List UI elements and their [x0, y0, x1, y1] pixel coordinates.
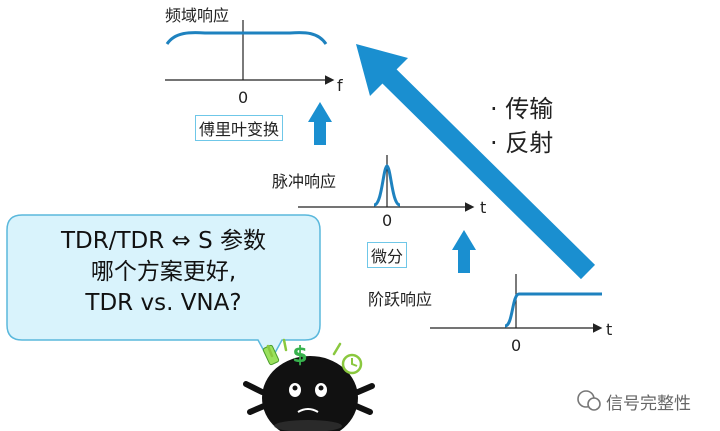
- bubble-line-1: TDR/TDR ⇔ S 参数: [60, 228, 267, 254]
- wechat-logo-icon: [577, 390, 601, 411]
- freq-axis-label: f: [337, 76, 343, 95]
- impulse-curve: [373, 164, 401, 207]
- speech-bubble-shape: [6, 214, 321, 364]
- fourier-transform-label: 傅里叶变换: [195, 115, 284, 141]
- step-origin-label: 0: [511, 336, 522, 355]
- step-axis-label: t: [606, 320, 613, 339]
- bullet-transmission: · 传输: [490, 95, 554, 123]
- bullet-list: · 传输 · 反射: [490, 92, 553, 160]
- speech-bubble: [6, 214, 321, 364]
- money-sign-icon: $: [292, 343, 307, 368]
- speech-bubble-text: TDR/TDR ⇔ S 参数 哪个方案更好, TDR vs. VNA?: [10, 226, 317, 319]
- impulse-response-plot: [298, 155, 475, 212]
- impulse-response-title: 脉冲响应: [272, 172, 337, 191]
- watermark-text: 信号完整性: [606, 394, 691, 414]
- bubble-line-2: 哪个方案更好,: [90, 259, 237, 285]
- big-diagonal-arrow: [356, 44, 596, 280]
- clock-icon: [341, 353, 363, 375]
- step-response-plot: [430, 274, 603, 333]
- thinking-character-icon: [243, 356, 375, 431]
- freq-origin-label: 0: [238, 88, 249, 107]
- differentiation-label: 微分: [367, 242, 408, 268]
- diagonal-arrow-head: [356, 44, 408, 96]
- thought-marks-icon: [266, 338, 342, 358]
- frequency-response-plot: [165, 20, 335, 85]
- freq-response-title: 频域响应: [165, 6, 230, 25]
- step-curve: [504, 292, 602, 328]
- diff-up-arrow-icon: [452, 230, 476, 273]
- step-response-title: 阶跃响应: [368, 290, 433, 309]
- impulse-axis-label: t: [480, 198, 487, 217]
- svg-text:$: $: [292, 343, 307, 368]
- freq-response-curve: [165, 31, 328, 45]
- diagonal-arrow-shaft: [377, 64, 596, 280]
- bubble-line-3: TDR vs. VNA?: [85, 290, 242, 316]
- impulse-origin-label: 0: [382, 211, 393, 230]
- fourier-up-arrow-icon: [308, 102, 332, 145]
- bullet-reflection: · 反射: [490, 129, 554, 157]
